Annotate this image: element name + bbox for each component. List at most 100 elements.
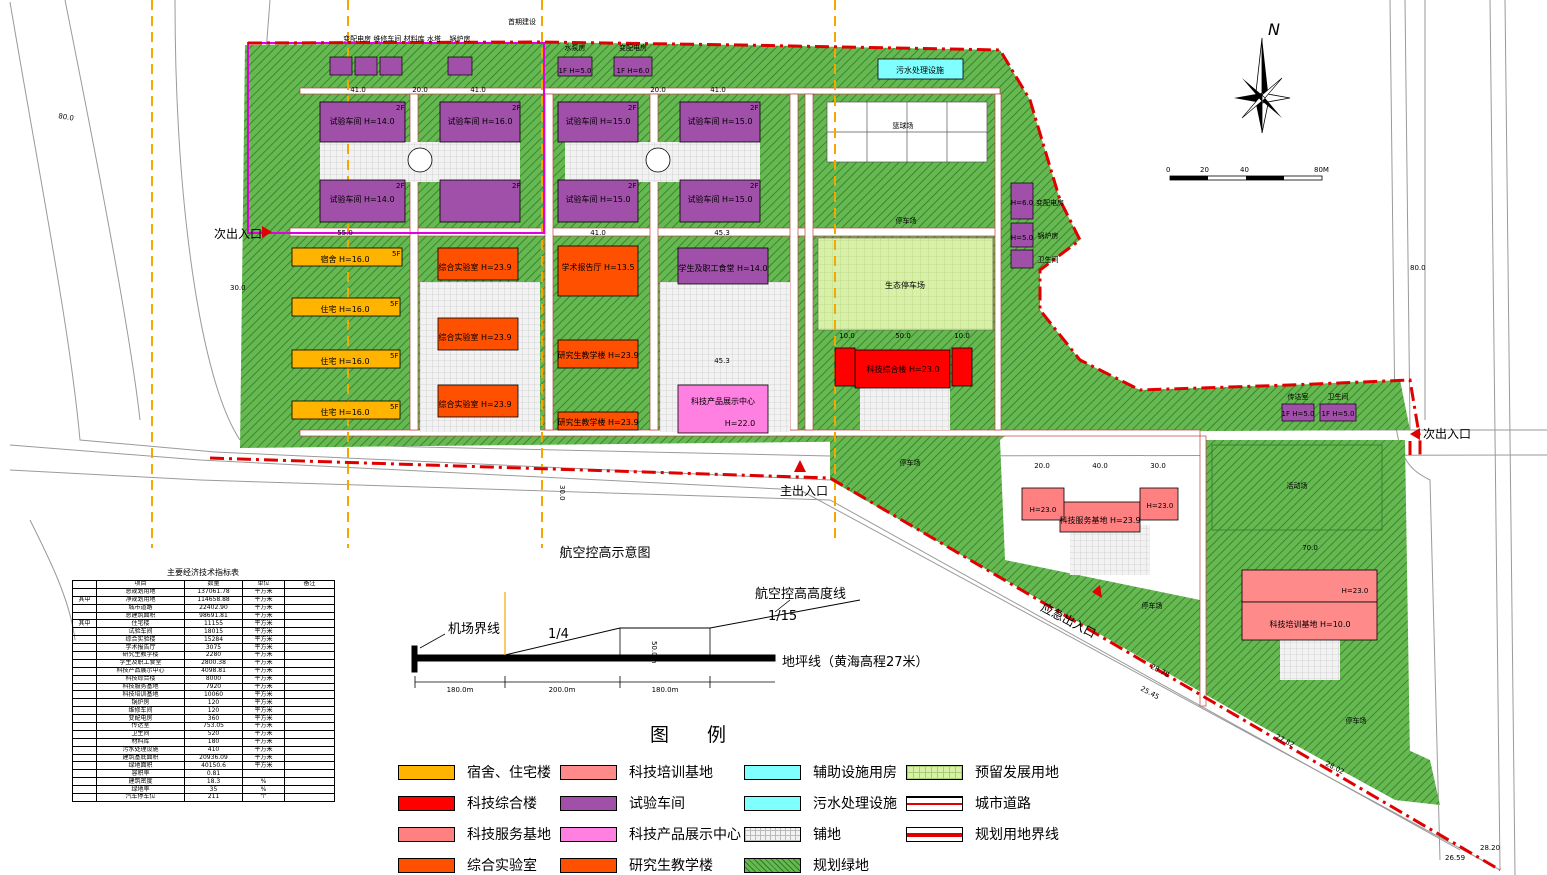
table-cell: 其中: [72, 595, 97, 605]
table-cell: [72, 690, 97, 700]
legend-item: 科技综合楼: [398, 793, 537, 813]
scale-bar: [1169, 175, 1323, 181]
ws1-label: 试验车间 H=14.0: [329, 116, 394, 126]
training-base-south: [1241, 601, 1378, 641]
table-cell: [72, 722, 97, 731]
training-base-label: 科技培训基地 H=10.0: [1269, 619, 1350, 629]
road-width-1: 80.0: [58, 112, 75, 123]
workshop-6: [679, 101, 761, 143]
table-cell: [284, 753, 335, 763]
entrance-markers: [262, 226, 1420, 598]
sci-complex-wing-w: [834, 347, 856, 387]
table-cell: [284, 603, 335, 613]
scale-0: 0: [1166, 166, 1170, 174]
table-cell: 8000: [184, 674, 243, 684]
reserved-land-label: 生态停车场: [885, 280, 925, 290]
legend-label: 辅助设施用房: [813, 765, 897, 781]
table-cell: 绿地率: [96, 785, 185, 795]
ws7-label: 试验车间 H=15.0: [565, 194, 630, 204]
table-cell: 学生及职工食堂: [96, 658, 185, 668]
dim-41a: 41.0: [350, 86, 366, 94]
legend-item: 规划用地界线: [906, 824, 1059, 844]
ws5-label: 试验车间 H=15.0: [565, 116, 630, 126]
workshop-7: [557, 179, 639, 223]
table-cell: 科技服务基地: [96, 682, 185, 692]
table-cell: 建筑密度: [96, 777, 185, 787]
table-cell: [72, 698, 97, 708]
table-cell: [72, 729, 97, 739]
table-cell: 211: [184, 793, 243, 802]
table-cell: 锅炉房: [96, 698, 185, 708]
road-width-2: 30.0: [230, 284, 246, 292]
section-d3: 180.0m: [652, 686, 679, 694]
table-cell: 18.3: [184, 777, 243, 787]
legend-label: 预留发展用地: [975, 765, 1059, 781]
scale-40: 40: [1240, 166, 1249, 174]
table-cell: [72, 587, 97, 597]
legend-label: 科技综合楼: [467, 796, 537, 812]
table-cell: 40150.6: [184, 761, 243, 771]
dim-10a: 10.0: [839, 332, 855, 340]
scale-20: 20: [1200, 166, 1209, 174]
sports-ground-label: 活动场: [1287, 481, 1308, 490]
table-cell: [284, 698, 335, 708]
table-cell: [284, 619, 335, 629]
ws6-floors: 2F: [750, 104, 758, 112]
dorm1-floors: 5F: [392, 250, 400, 258]
dim-41b: 41.0: [470, 86, 486, 94]
dim-41d: 41.0: [590, 229, 606, 237]
parking3-label: 停车场: [1346, 716, 1367, 725]
ws8-label: 试验车间 H=15.0: [687, 194, 752, 204]
table-cell: 传达室: [96, 722, 185, 731]
legend-swatch: [398, 764, 455, 780]
table-cell: 平方米: [242, 690, 285, 700]
expo-building: [677, 384, 769, 434]
table-cell: [72, 706, 97, 716]
table-cell: [72, 793, 97, 802]
training-base-building: [1241, 569, 1378, 603]
legend-swatch: [560, 857, 617, 873]
basketball-courts: [826, 101, 988, 163]
sports-ground: [1211, 444, 1383, 531]
table-cell: 11155: [184, 619, 243, 629]
legend-label: 污水处理设施: [813, 796, 897, 812]
dim-20b: 20.0: [650, 86, 666, 94]
table-cell: 120: [184, 698, 243, 708]
table-cell: [284, 690, 335, 700]
table-cell: 平方米: [242, 753, 285, 763]
table-cell: [72, 651, 97, 660]
table-cell: 综合实验楼: [96, 635, 185, 645]
lab-buildings: [437, 245, 639, 431]
table-cell: [284, 666, 335, 676]
aux-a4: H=5.0: [1011, 234, 1033, 242]
dorm3-label: 住宅 H=16.0: [320, 356, 369, 366]
legend-swatch: [744, 857, 801, 873]
table-cell: [72, 785, 97, 795]
flight-section-diagram: [411, 592, 861, 688]
table-cell: 18015: [184, 627, 243, 637]
table-cell: [284, 769, 335, 779]
table-cell: 材料库: [96, 737, 185, 747]
elev-6: 26.59: [1445, 854, 1465, 862]
table-cell: [72, 643, 97, 653]
dim-10b: 10.0: [954, 332, 970, 340]
north-arrow: [1234, 37, 1291, 134]
legend-label: 宿舍、住宅楼: [467, 765, 551, 781]
table-cell: [284, 745, 335, 755]
table-cell: [284, 643, 335, 653]
table-cell: 个: [242, 793, 285, 802]
indicator-header-cell: 单位: [242, 580, 285, 589]
service-base-wing-e: [1139, 487, 1179, 521]
dorm2-floors: 5F: [390, 300, 398, 308]
dim-45a: 45.3: [714, 229, 730, 237]
guard2-label: 卫生间: [1328, 392, 1349, 401]
table-cell: [284, 658, 335, 668]
table-cell: 平方米: [242, 651, 285, 660]
